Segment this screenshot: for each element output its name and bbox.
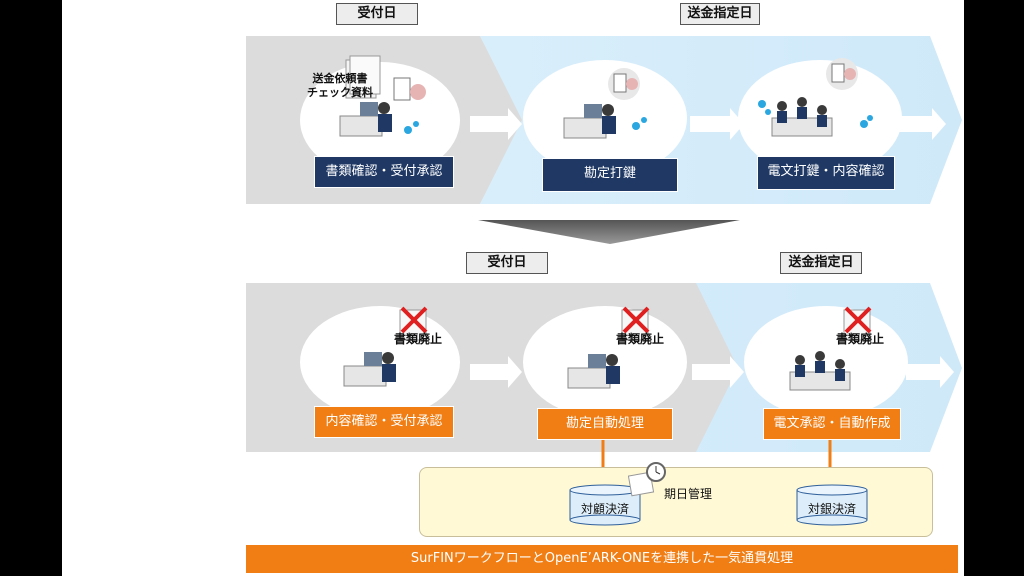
flow-arrow	[906, 356, 954, 388]
schedule-label: 期日管理	[664, 487, 713, 501]
no-document-icon	[621, 306, 650, 341]
no-document-icon	[843, 306, 872, 341]
team-icon	[789, 351, 851, 391]
flow-arrow	[692, 356, 744, 388]
paper-stack-icon	[345, 55, 381, 99]
step-box: 勘定自動処理	[537, 408, 673, 440]
transfer-day-label: 送金指定日	[780, 252, 862, 274]
step-box: 内容確認・受付承認	[314, 406, 454, 438]
approval-doc-icon	[608, 68, 640, 100]
down-arrow	[601, 438, 832, 472]
worker-icon	[339, 102, 392, 137]
flow-arrow	[470, 356, 522, 388]
database-icon: 対銀決済	[796, 484, 868, 526]
database-label: 対銀決済	[807, 502, 856, 516]
step-box: 電文打鍵・内容確認	[757, 156, 895, 190]
database-icon: 対顧決済	[569, 484, 641, 526]
flow-arrow	[898, 108, 946, 140]
transition-arrow	[478, 220, 740, 244]
reception-day-label: 受付日	[466, 252, 548, 274]
team-icon	[771, 97, 833, 137]
step-box: 書類確認・受付承認	[314, 156, 454, 188]
abolish-label: 書類廃止	[394, 332, 443, 346]
approval-doc-icon	[826, 58, 858, 90]
abolish-label: 書類廃止	[836, 332, 885, 346]
approval-doc-icon	[393, 77, 426, 101]
database-label: 対顧決済	[580, 502, 629, 516]
worker-icon	[563, 104, 616, 139]
footer-banner: SurFINワークフローとOpenE’ARK-ONEを連携した一気通貫処理	[246, 545, 958, 573]
reception-day-label: 受付日	[336, 3, 418, 25]
worker-icon	[567, 354, 620, 389]
worker-icon	[343, 352, 396, 387]
no-document-icon	[399, 306, 428, 341]
calendar-clock-icon	[627, 462, 668, 498]
right-letterbox	[964, 0, 1024, 576]
left-letterbox	[0, 0, 62, 576]
sweat-icon	[404, 100, 873, 134]
step-box: 勘定打鍵	[542, 158, 678, 192]
document-label: 送金依頼書 チェック資料	[307, 72, 373, 99]
abolish-label: 書類廃止	[616, 332, 665, 346]
step-box: 電文承認・自動作成	[763, 408, 901, 440]
flow-arrow	[690, 108, 744, 140]
flow-arrow	[470, 108, 522, 140]
transfer-day-label: 送金指定日	[680, 3, 760, 25]
